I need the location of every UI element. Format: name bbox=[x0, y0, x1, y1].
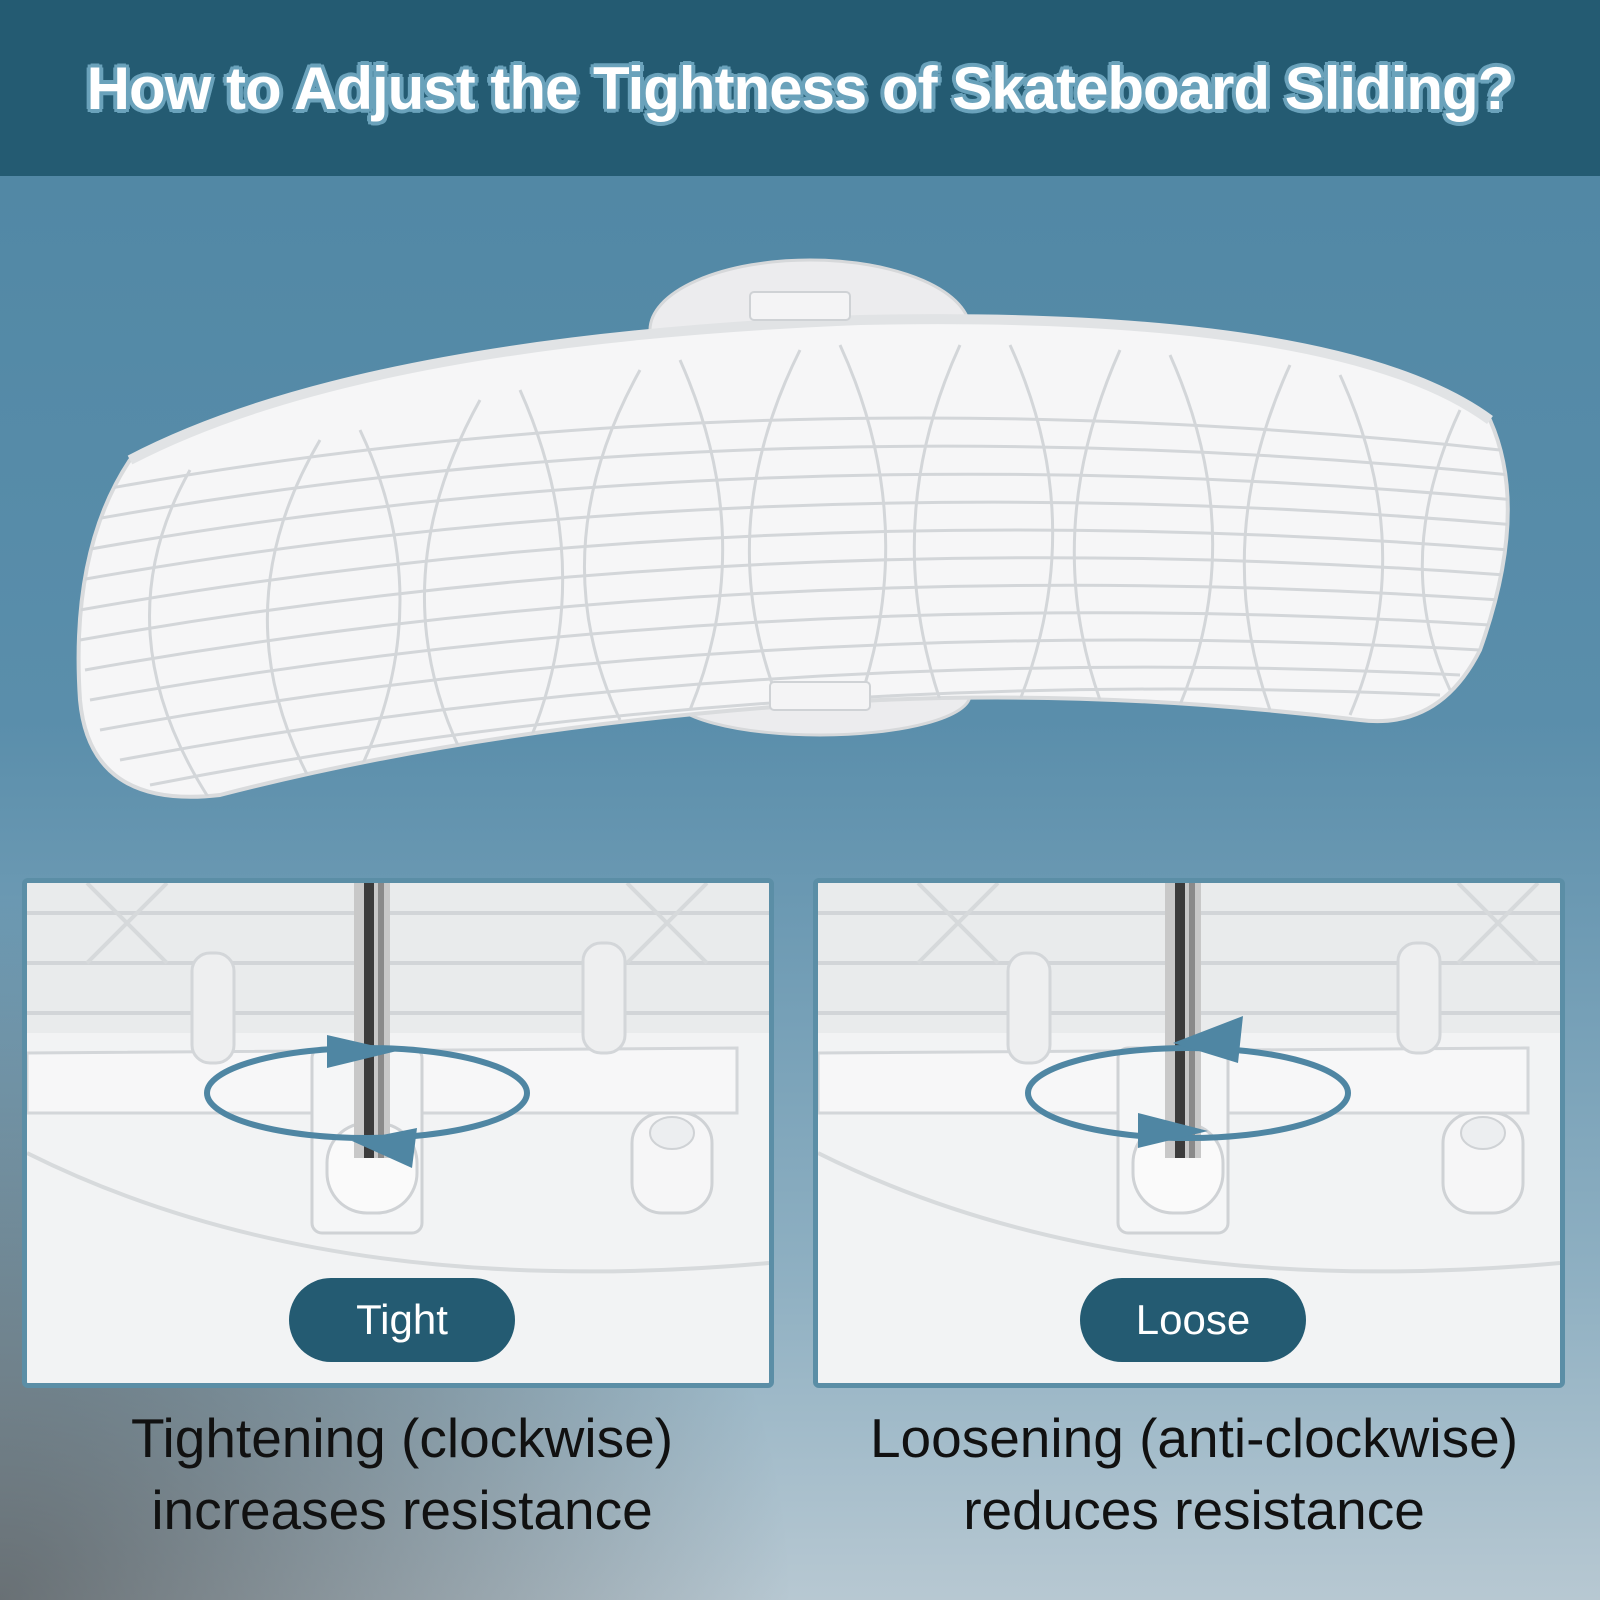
tight-caption: Tightening (clockwise) increases resista… bbox=[12, 1402, 792, 1546]
tight-panel: Tight bbox=[22, 878, 774, 1388]
tight-closeup-image bbox=[27, 883, 769, 1383]
loose-closeup-image bbox=[818, 883, 1560, 1383]
loose-panel: Loose bbox=[813, 878, 1565, 1388]
balance-board-image bbox=[76, 258, 1510, 799]
loose-caption: Loosening (anti-clockwise) reduces resis… bbox=[804, 1402, 1584, 1546]
rotate-anticlockwise-icon bbox=[1025, 1016, 1351, 1148]
loose-caption-line1: Loosening (anti-clockwise) bbox=[869, 1407, 1519, 1469]
loose-caption-line2: reduces resistance bbox=[963, 1479, 1425, 1541]
rotate-clockwise-icon bbox=[204, 1035, 530, 1168]
tight-caption-line1: Tightening (clockwise) bbox=[130, 1407, 674, 1469]
tight-label: Tight bbox=[289, 1278, 515, 1362]
page-title: How to Adjust the Tightness of Skateboar… bbox=[86, 54, 1515, 122]
loose-label: Loose bbox=[1080, 1278, 1306, 1362]
tight-caption-line2: increases resistance bbox=[151, 1479, 653, 1541]
title-banner: How to Adjust the Tightness of Skateboar… bbox=[0, 0, 1600, 176]
